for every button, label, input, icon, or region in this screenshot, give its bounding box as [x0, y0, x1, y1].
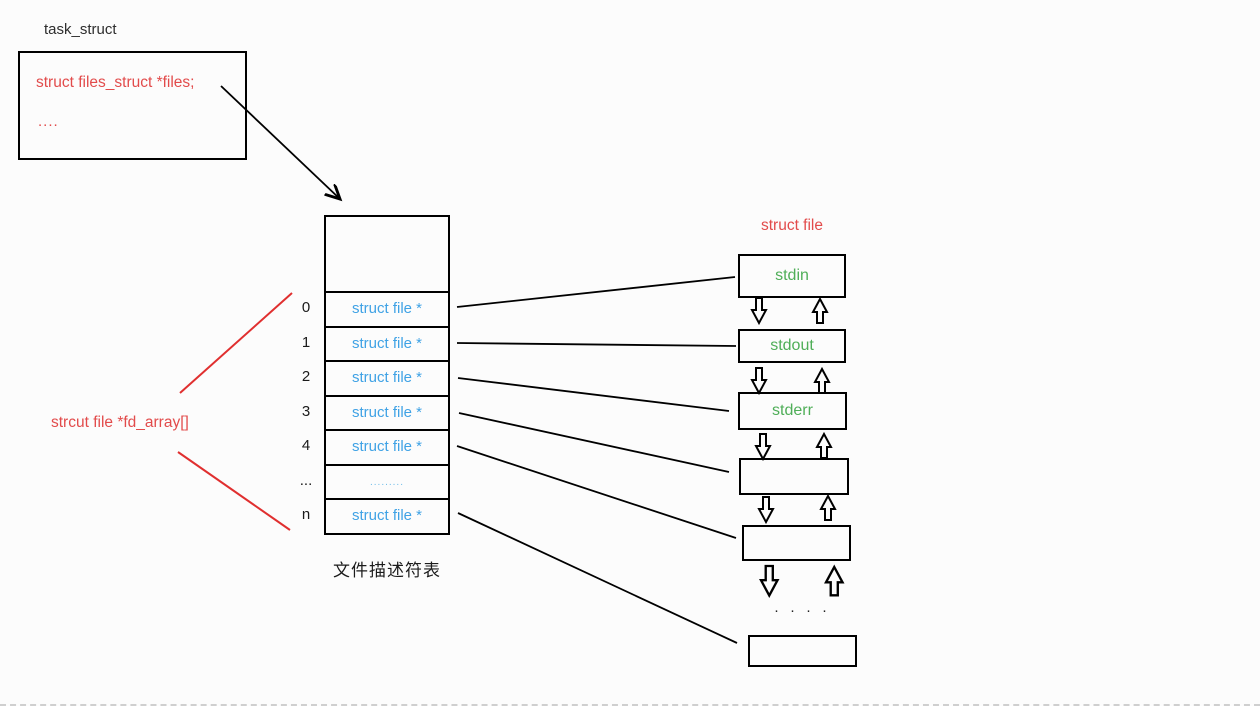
fd-table-row: struct file * [326, 394, 448, 430]
fd-array-label: strcut file *fd_array[] [51, 414, 189, 431]
struct-file-box-empty [742, 525, 851, 561]
connector-fd1-stdout [456, 342, 737, 347]
flow-up-arrow-icon [814, 368, 830, 394]
fd-index-ellipsis: ... [299, 471, 313, 489]
struct-file-title: struct file [760, 217, 823, 234]
flow-up-arrow-icon [824, 565, 844, 597]
fd-index-n: n [301, 506, 311, 523]
files-pointer-field: struct files_struct *files; [36, 74, 195, 91]
fd-entry-value: struct file * [351, 334, 423, 352]
flow-down-arrow-icon [758, 496, 774, 523]
connector-fdn-file [457, 512, 738, 644]
flow-down-arrow-icon [755, 433, 771, 460]
stdin-label: stdin [775, 267, 809, 284]
fd-table: struct file * struct file * struct file … [324, 215, 450, 535]
flow-down-arrow-icon [751, 297, 767, 324]
fd-index-2: 2 [301, 368, 311, 385]
task-struct-ellipsis: .... [38, 113, 59, 130]
fd-index-3: 3 [301, 402, 311, 420]
fd-table-row: struct file * [326, 291, 448, 326]
fd-table-row-ellipsis: ......... [326, 463, 448, 499]
fd-table-row: struct file * [326, 429, 448, 464]
fd-array-bracket-bottom-line [177, 451, 291, 531]
task-struct-title: task_struct [44, 21, 117, 38]
fd-entry-value: struct file * [351, 507, 423, 524]
fd-index-0: 0 [301, 299, 311, 316]
flow-down-arrow-icon [751, 367, 767, 394]
fd-table-header-cell [326, 217, 448, 291]
task-struct-box: struct files_struct *files; .... [18, 51, 247, 160]
fd-index-4: 4 [301, 437, 311, 454]
flow-up-arrow-icon [812, 298, 828, 324]
bottom-edge-divider [0, 704, 1260, 706]
fd-index-1: 1 [301, 333, 311, 351]
connector-fd4-file [456, 445, 737, 539]
struct-file-box-empty [748, 635, 857, 667]
flow-up-arrow-icon [816, 433, 832, 459]
connector-fd2-stderr [457, 377, 730, 412]
flow-down-arrow-icon [759, 564, 779, 597]
fd-entry-value: struct file * [351, 300, 423, 317]
fd-entry-value: struct file * [351, 403, 423, 421]
struct-file-box-stdin: stdin [738, 254, 846, 298]
continuation-dots: ···· [774, 602, 838, 619]
stderr-label: stderr [772, 402, 813, 419]
struct-file-box-empty [739, 458, 849, 495]
fd-table-row: struct file * [326, 325, 448, 361]
fd-table-caption: 文件描述符表 [333, 561, 441, 580]
fd-entry-value: struct file * [351, 369, 423, 386]
struct-file-box-stderr: stderr [738, 392, 847, 430]
fd-array-bracket-top-line [179, 292, 293, 394]
connector-fd3-file [458, 412, 730, 473]
flow-up-arrow-icon [820, 495, 836, 521]
stdout-label: stdout [770, 337, 814, 354]
fd-entry-value: ......... [369, 476, 404, 488]
fd-table-row: struct file * [326, 498, 448, 533]
connector-fd0-stdin [456, 276, 736, 308]
struct-file-box-stdout: stdout [738, 329, 846, 363]
fd-entry-value: struct file * [351, 438, 423, 455]
fd-table-row: struct file * [326, 360, 448, 395]
